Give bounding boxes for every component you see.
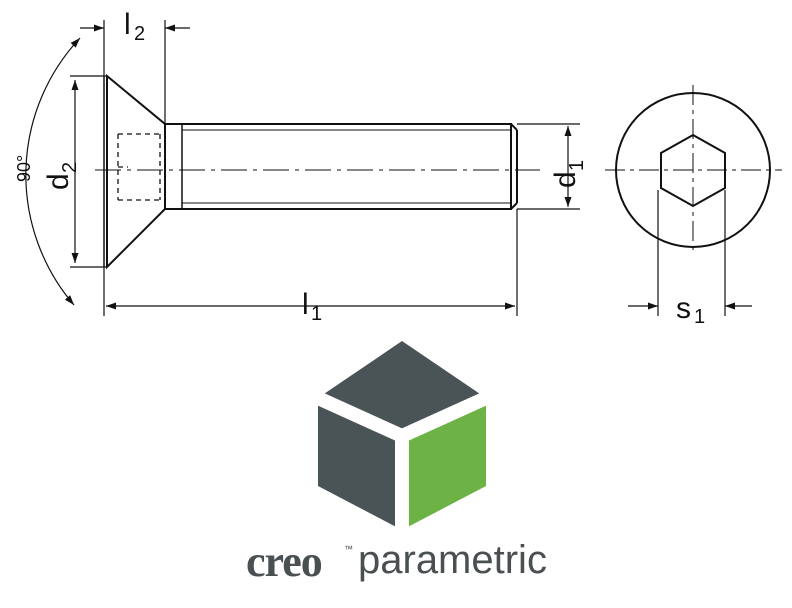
creo-cube-logo — [315, 341, 489, 530]
label-l2-sub: 2 — [134, 23, 145, 45]
wordmark-parametric: parametric — [358, 538, 547, 582]
label-s1-main: s — [676, 292, 691, 325]
label-d2-main: d — [42, 173, 75, 190]
wordmark-trademark: ™ — [344, 544, 353, 554]
label-l1-main: l — [302, 288, 309, 321]
label-d1-sub: 1 — [566, 160, 588, 171]
hex-socket-hidden — [117, 133, 161, 201]
screw-head — [106, 73, 166, 270]
wordmark-creo: creo — [246, 537, 323, 586]
creo-parametric-wordmark: creo ™ parametric — [240, 530, 560, 590]
dimensions — [25, 20, 580, 316]
screw-end-view — [605, 85, 782, 316]
label-l2-main: l — [124, 8, 131, 41]
screw-side-view — [95, 73, 540, 270]
label-s1-sub: 1 — [694, 306, 705, 328]
dimension-labels: l 2 d 2 d 1 90° l 1 s 1 — [14, 8, 705, 328]
label-d2-sub: 2 — [59, 162, 81, 173]
label-angle: 90° — [14, 155, 34, 182]
screw-shank — [165, 123, 512, 210]
label-l1-sub: 1 — [311, 303, 322, 325]
label-d1-main: d — [549, 171, 582, 188]
